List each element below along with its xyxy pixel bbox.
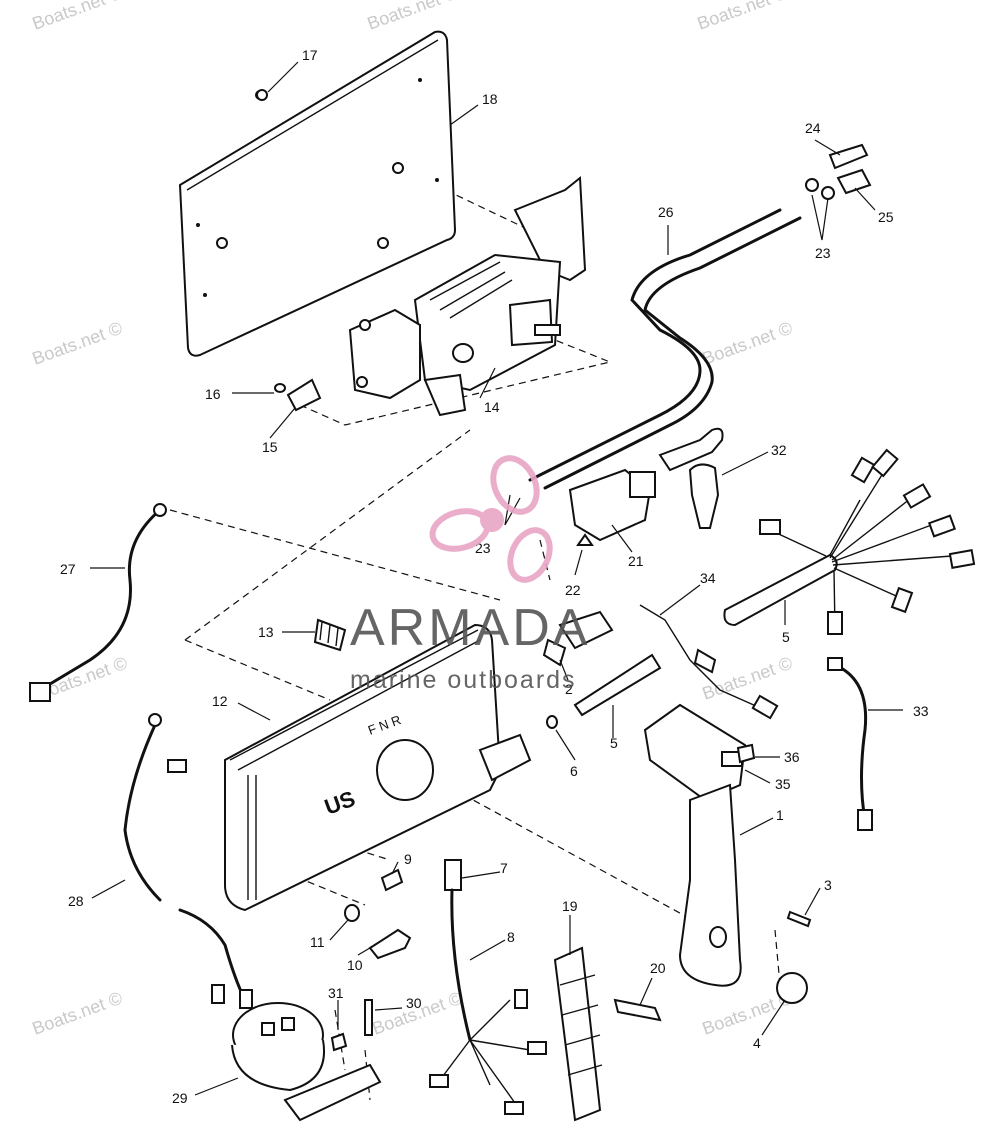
neutral-switch: [542, 610, 614, 667]
callout-36: 36: [784, 749, 800, 765]
callout-35: 35: [775, 776, 791, 792]
control-handle: [643, 703, 756, 987]
shift-rod: [546, 653, 662, 729]
callout-26: 26: [658, 204, 674, 220]
warning-horn: [231, 999, 382, 1122]
callout-23-top: 23: [815, 245, 831, 261]
screw-30: [364, 999, 373, 1036]
callout-33: 33: [913, 703, 929, 719]
housing-fasteners: [344, 868, 412, 960]
watermark: Boats.net ©: [30, 988, 125, 1039]
watermark: Boats.net ©: [695, 0, 790, 34]
watermark: Boats.net ©: [30, 0, 125, 34]
callout-1: 1: [776, 807, 784, 823]
callout-21: 21: [628, 553, 644, 569]
brand-name: ARMADA: [350, 599, 590, 657]
washer-11: [344, 904, 360, 922]
clip-23: [821, 186, 835, 200]
cable-end-25: [836, 168, 872, 195]
callout-3: 3: [824, 877, 832, 893]
callout-31: 31: [328, 985, 344, 1001]
callout-11: 11: [310, 934, 325, 950]
nut-22: [576, 533, 594, 546]
ground-lead: [29, 503, 167, 702]
nut-16: [274, 383, 286, 393]
callout-19: 19: [562, 898, 578, 914]
wiring-harness: [723, 448, 976, 635]
clip-6: [546, 715, 558, 729]
bolt-10: [368, 928, 412, 960]
callout-30: 30: [406, 995, 422, 1011]
callout-28: 28: [68, 893, 84, 909]
small-hardware-top: [256, 89, 322, 412]
horn-lead: [123, 713, 253, 1009]
spacer-15: [286, 378, 322, 412]
propeller-logo-icon: [429, 455, 553, 583]
watermark: Boats.net ©: [700, 318, 795, 369]
terminal-block: [553, 946, 662, 1122]
mounting-plate: [178, 30, 457, 357]
callout-5-harness: 5: [782, 629, 790, 645]
knob-4: [776, 972, 808, 1004]
callout-2: 2: [565, 681, 573, 697]
callout-18: 18: [482, 91, 498, 107]
lanyard-lead: [827, 657, 873, 831]
callout-32: 32: [771, 442, 787, 458]
pin-3: [786, 910, 812, 928]
brand-tagline: marine outboards: [350, 666, 577, 694]
callout-22: 22: [565, 582, 581, 598]
handle-hardware: [776, 910, 812, 1004]
ignition-switch: [568, 468, 656, 546]
throttle-shift-cables: [528, 208, 802, 490]
callout-9: 9: [404, 851, 412, 867]
control-mechanism: [348, 176, 587, 417]
grommet-and-tube: [429, 859, 547, 1115]
callout-10: 10: [347, 957, 363, 973]
cable-end-24: [828, 143, 869, 170]
armada-logo: ARMADA marine outboards: [350, 455, 590, 694]
callout-5-rod: 5: [610, 735, 618, 751]
neutral-switch-lead: [639, 604, 779, 720]
ignition-keys: [658, 427, 724, 529]
callout-34: 34: [700, 570, 716, 586]
watermark: Boats.net ©: [30, 318, 125, 369]
callout-16: 16: [205, 386, 221, 402]
callout-4: 4: [753, 1035, 761, 1051]
callout-13: 13: [258, 624, 274, 640]
callout-8: 8: [507, 929, 515, 945]
clip-23: [805, 178, 819, 192]
callout-24: 24: [805, 120, 821, 136]
callout-14: 14: [484, 399, 500, 415]
callout-6: 6: [570, 763, 578, 779]
spring-clip: [313, 618, 347, 652]
callout-25: 25: [878, 209, 894, 225]
leader-lines: [90, 61, 903, 1096]
callout-17: 17: [302, 47, 318, 63]
callout-20: 20: [650, 960, 666, 976]
control-housing: F N R US: [224, 623, 532, 912]
watermark: Boats.net ©: [365, 0, 460, 34]
cable-end-hardware: [805, 143, 872, 200]
grommet-7: [444, 859, 462, 891]
callout-29: 29: [172, 1090, 188, 1106]
callout-labels: 17 18 14 16 15 24 25 23 26 23 21 22 32 3…: [60, 47, 929, 1106]
screw-17: [256, 89, 268, 101]
callout-27: 27: [60, 561, 76, 577]
callout-7: 7: [500, 860, 508, 876]
lock-36: [736, 743, 756, 764]
callout-15: 15: [262, 439, 278, 455]
nut-31: [330, 1032, 348, 1052]
callout-12: 12: [212, 693, 228, 709]
screw-20: [613, 998, 662, 1022]
